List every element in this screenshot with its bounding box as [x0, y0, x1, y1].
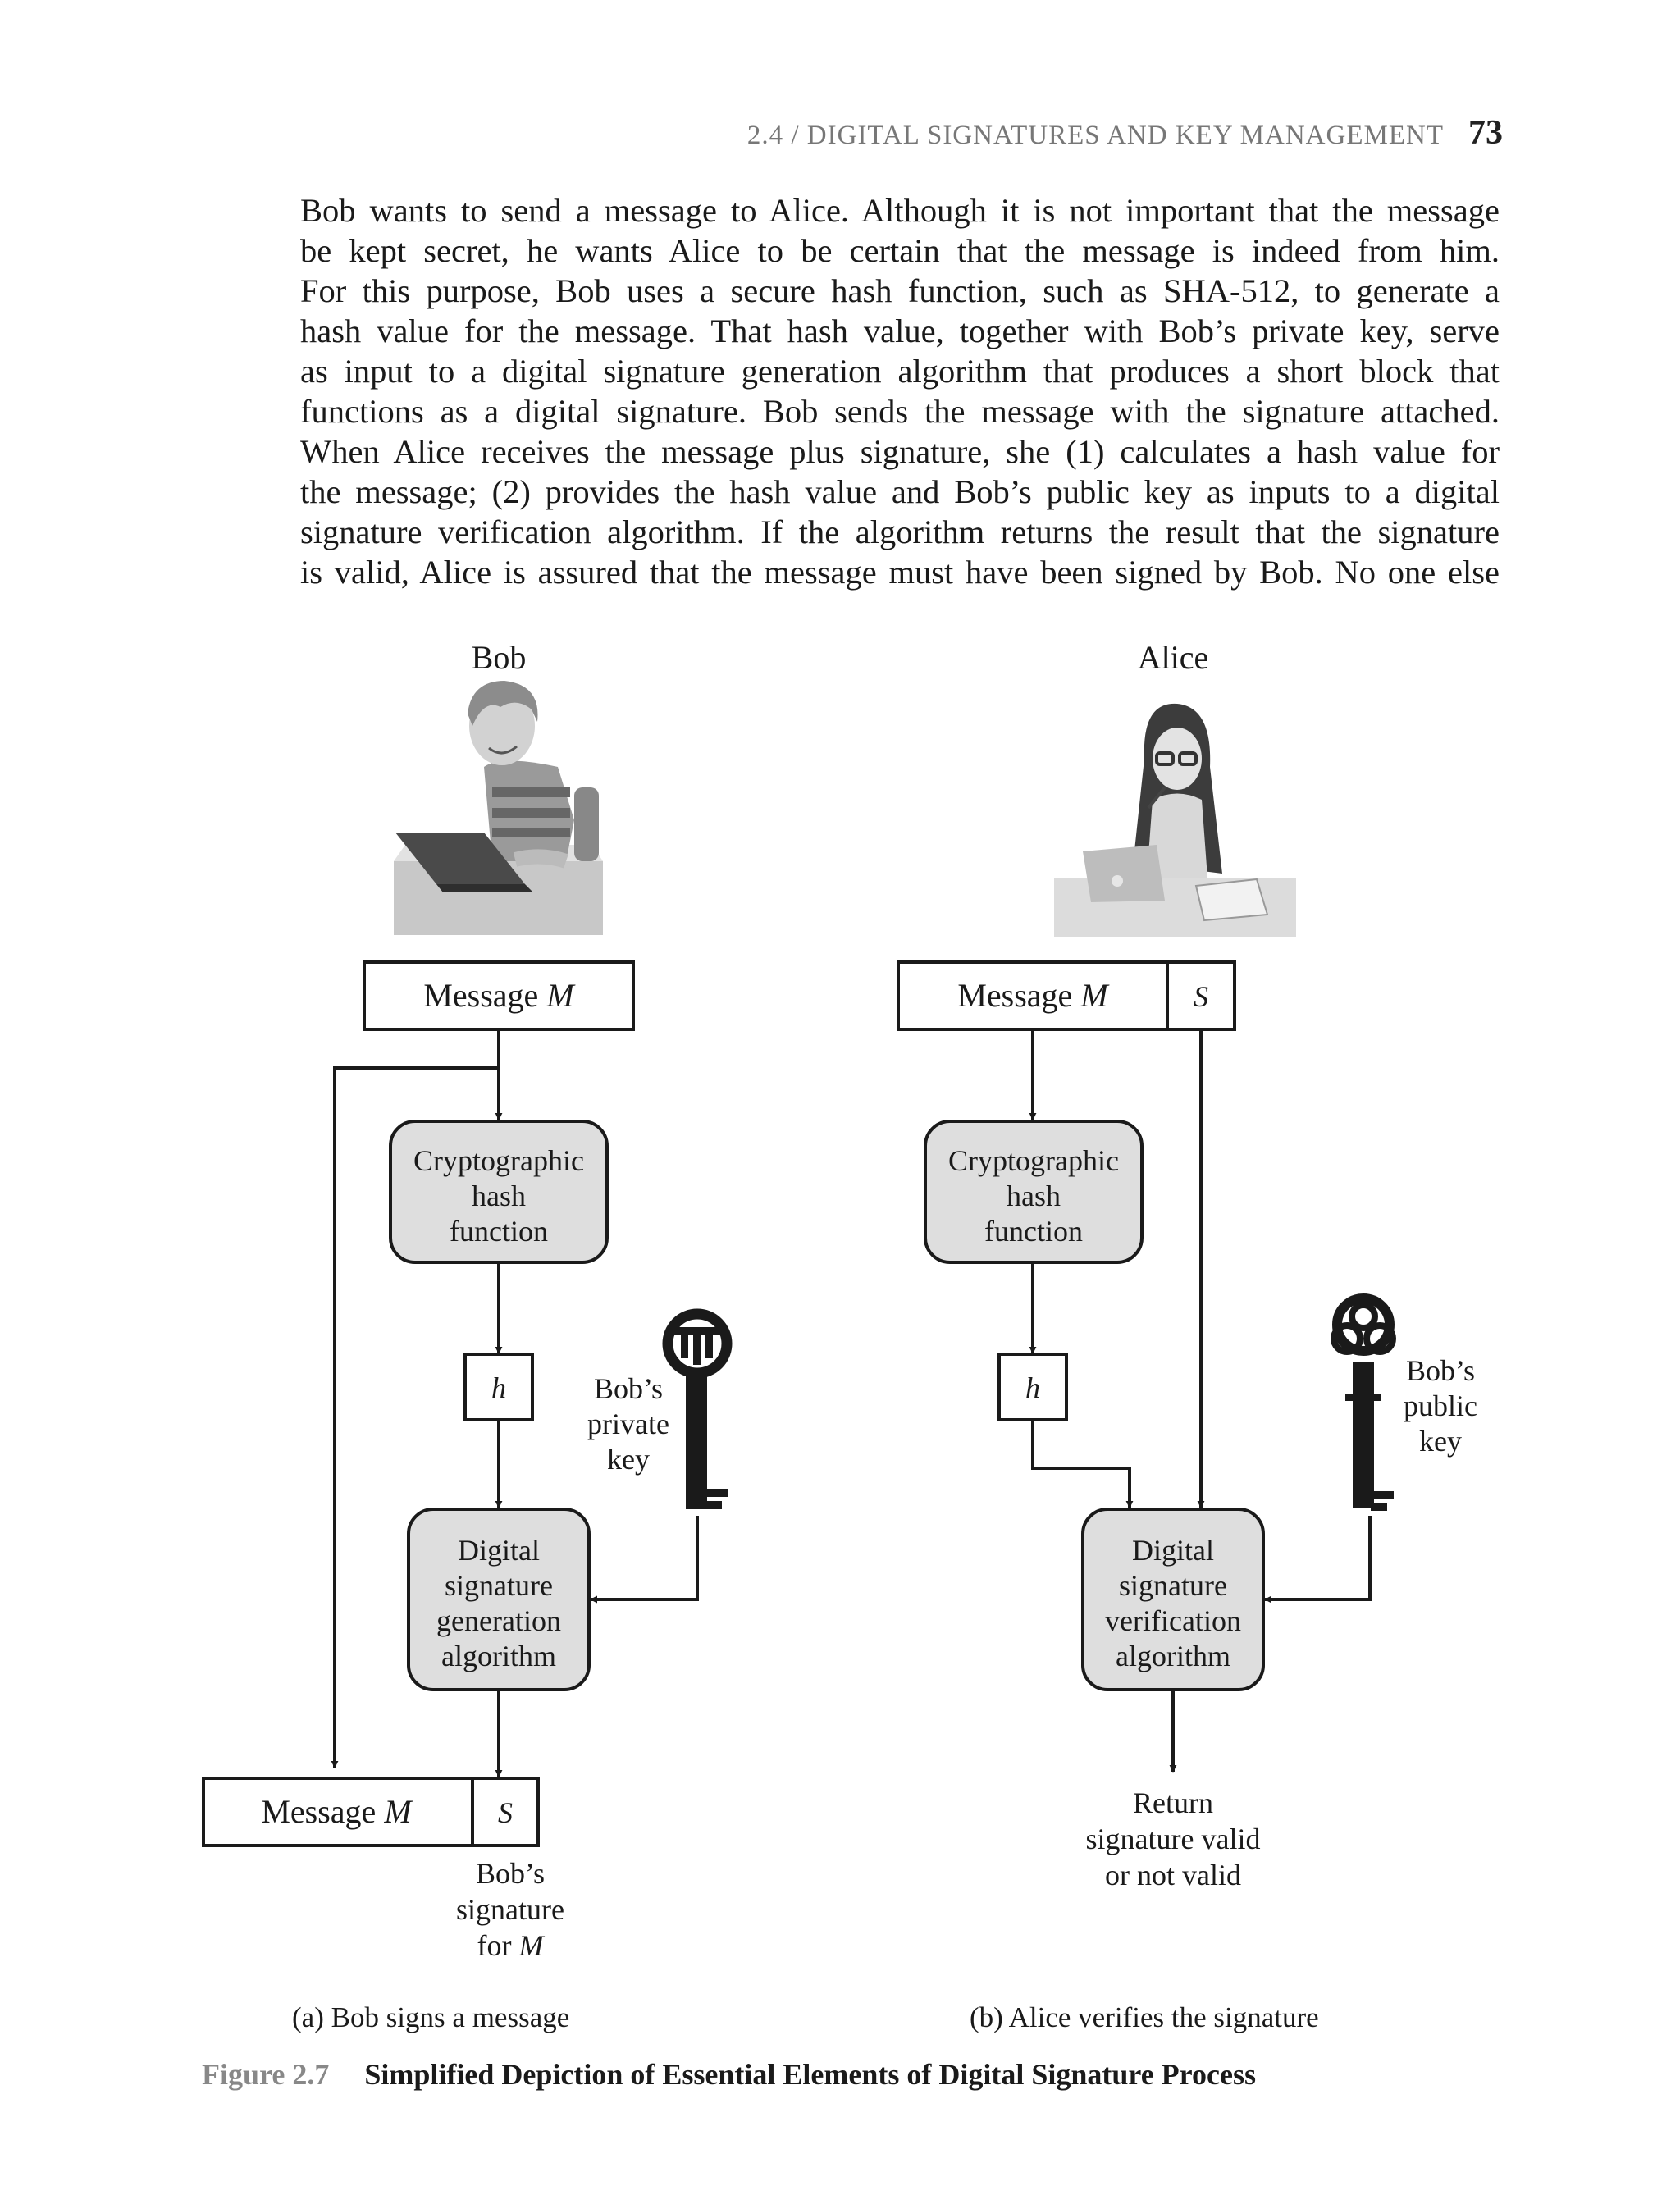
verification-line: Digital — [1132, 1534, 1214, 1567]
bob-hash-line: Cryptographic — [413, 1144, 584, 1177]
alice-message-label: Message M — [957, 977, 1110, 1014]
generation-line: generation — [436, 1604, 561, 1637]
running-head-section: 2.4 / DIGITAL SIGNATURES AND KEY MANAGEM… — [746, 121, 1444, 150]
generation-line: algorithm — [441, 1640, 556, 1672]
body-line: hash value for the message. That hash va… — [300, 313, 1500, 349]
private-key-label-line: key — [607, 1443, 650, 1476]
bob-message-label: Message M — [423, 977, 576, 1014]
body-paragraph: Bob wants to send a message to Alice. Al… — [300, 190, 1500, 592]
body-line: be kept secret, he wants Alice to be cer… — [300, 232, 1500, 269]
arrow-publickey-to-verification — [1264, 1516, 1372, 1604]
verification-line: verification — [1105, 1604, 1241, 1637]
bob-h-label: h — [491, 1371, 506, 1404]
page-number: 73 — [1468, 114, 1503, 152]
arrow-message-to-output — [331, 1066, 499, 1768]
arrow-alice-h-to-verification — [1031, 1420, 1134, 1508]
body-line: is valid, Alice is assured that the mess… — [300, 554, 1500, 591]
running-head: 2.4 / DIGITAL SIGNATURES AND KEY MANAGEM… — [640, 113, 1503, 162]
alice-label: Alice — [1138, 639, 1209, 676]
return-line: Return — [1133, 1786, 1213, 1819]
return-line: signature valid — [1086, 1823, 1261, 1855]
bob-signature-note-line: signature — [456, 1893, 564, 1926]
bob-output-signature-label: S — [498, 1796, 513, 1829]
subcaption-a: (a) Bob signs a message — [292, 2001, 570, 2033]
public-key-icon — [1331, 1293, 1396, 1511]
private-key-label-line: Bob’s — [594, 1372, 663, 1405]
alice-signature-box — [1166, 960, 1236, 1031]
body-line: the message; (2) provides the hash value… — [300, 473, 1500, 510]
body-line: When Alice receives the message plus sig… — [300, 433, 1500, 470]
private-key-icon — [662, 1308, 733, 1509]
generation-line: Digital — [458, 1534, 540, 1567]
body-line: as input to a digital signature generati… — [300, 353, 1500, 390]
body-line: For this purpose, Bob uses a secure hash… — [300, 272, 1500, 309]
body-line: functions as a digital signature. Bob se… — [300, 393, 1500, 430]
alice-signature-label: S — [1194, 980, 1208, 1013]
private-key-label-line: private — [587, 1408, 669, 1440]
bob-hash-line: hash — [472, 1179, 526, 1212]
bob-output-message-label: Message M — [261, 1793, 413, 1830]
bob-output-signature-box — [471, 1777, 540, 1847]
subcaption-b: (b) Alice verifies the signature — [970, 2001, 1319, 2033]
alice-hash-line: Cryptographic — [948, 1144, 1119, 1177]
bob-hash-line: function — [450, 1215, 548, 1248]
bob-signature-note-line: Bob’s — [476, 1857, 545, 1890]
alice-hash-line: hash — [1007, 1179, 1061, 1212]
figure-number: Figure 2.7 — [202, 2058, 330, 2091]
public-key-label-line: public — [1404, 1389, 1477, 1422]
bob-illustration — [394, 681, 603, 935]
generation-line: signature — [445, 1569, 553, 1602]
public-key-label-line: Bob’s — [1406, 1354, 1475, 1387]
figure-caption: Figure 2.7 Simplified Depiction of Essen… — [202, 2057, 1256, 2092]
bob-label: Bob — [472, 639, 527, 676]
verification-line: algorithm — [1116, 1640, 1230, 1672]
return-line: or not valid — [1105, 1859, 1241, 1891]
bob-message-box — [363, 960, 635, 1031]
public-key-label-line: key — [1419, 1425, 1462, 1458]
arrow-privatekey-to-generation — [590, 1516, 699, 1604]
alice-illustration — [1054, 703, 1296, 937]
body-line: Bob wants to send a message to Alice. Al… — [300, 192, 1500, 229]
figure-title: Simplified Depiction of Essential Elemen… — [364, 2058, 1256, 2091]
alice-h-label: h — [1025, 1371, 1040, 1404]
bob-signature-note-line: for M — [477, 1929, 546, 1962]
bob-output-message-box — [202, 1777, 474, 1847]
body-line: signature verification algorithm. If the… — [300, 513, 1500, 550]
alice-h-box — [998, 1353, 1068, 1421]
alice-hash-line: function — [984, 1215, 1083, 1248]
verification-line: signature — [1119, 1569, 1227, 1602]
